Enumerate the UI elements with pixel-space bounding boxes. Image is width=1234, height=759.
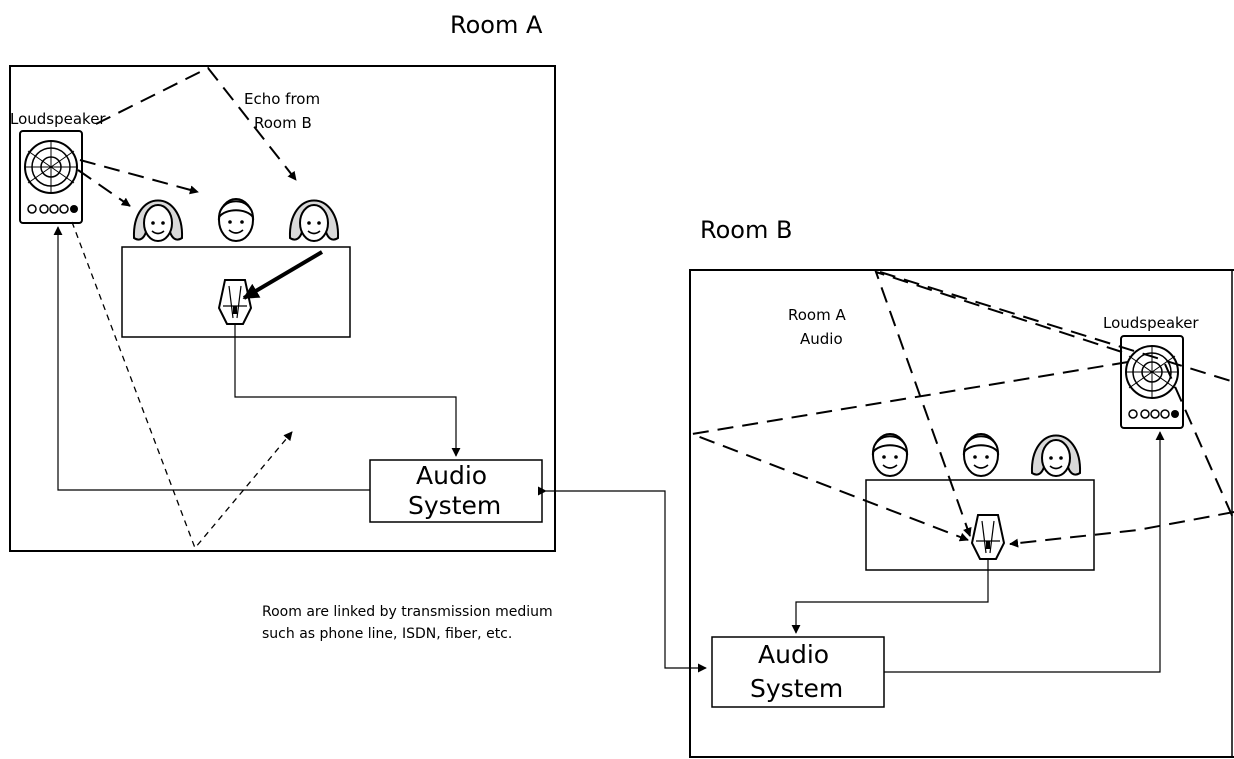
room-a-audio-system-line2: System	[408, 491, 501, 520]
room-a-audio-system-line1: Audio	[416, 461, 487, 490]
room-b-audio-label-line2: Audio	[800, 330, 843, 348]
room-a-echo-label-line2: Room B	[254, 114, 312, 132]
room-b-person-1-icon	[873, 434, 907, 476]
transmission-link	[546, 491, 706, 668]
room-b-title: Room B	[700, 216, 792, 244]
room-a-microphone-icon	[219, 280, 251, 324]
room-a-echo-paths	[78, 68, 296, 206]
room-b-audio-system-line1: Audio	[758, 640, 829, 669]
room-a-person-2-icon	[219, 199, 253, 241]
room-a-title: Room A	[450, 11, 543, 39]
room-a-person-1-icon	[134, 201, 182, 242]
room-a-echo-label-line1: Echo from	[244, 90, 320, 108]
room-b-microphone-icon	[972, 515, 1004, 559]
room-b-person-2-icon	[964, 434, 998, 476]
room-b-person-3-icon	[1032, 436, 1080, 477]
room-a-loudspeaker-icon	[20, 131, 82, 223]
room-a-loudspeaker-label: Loudspeaker	[10, 110, 106, 128]
transmission-note-line2: such as phone line, ISDN, fiber, etc.	[262, 626, 512, 642]
room-b-audio-label-line1: Room A	[788, 306, 846, 324]
room-b-loudspeaker-label: Loudspeaker	[1103, 314, 1199, 332]
room-a-mic-to-audio-wire	[235, 324, 456, 456]
room-b-audio-system-line2: System	[750, 674, 843, 703]
room-a-person-3-icon	[290, 201, 338, 242]
transmission-note-line1: Room are linked by transmission medium	[262, 604, 553, 620]
